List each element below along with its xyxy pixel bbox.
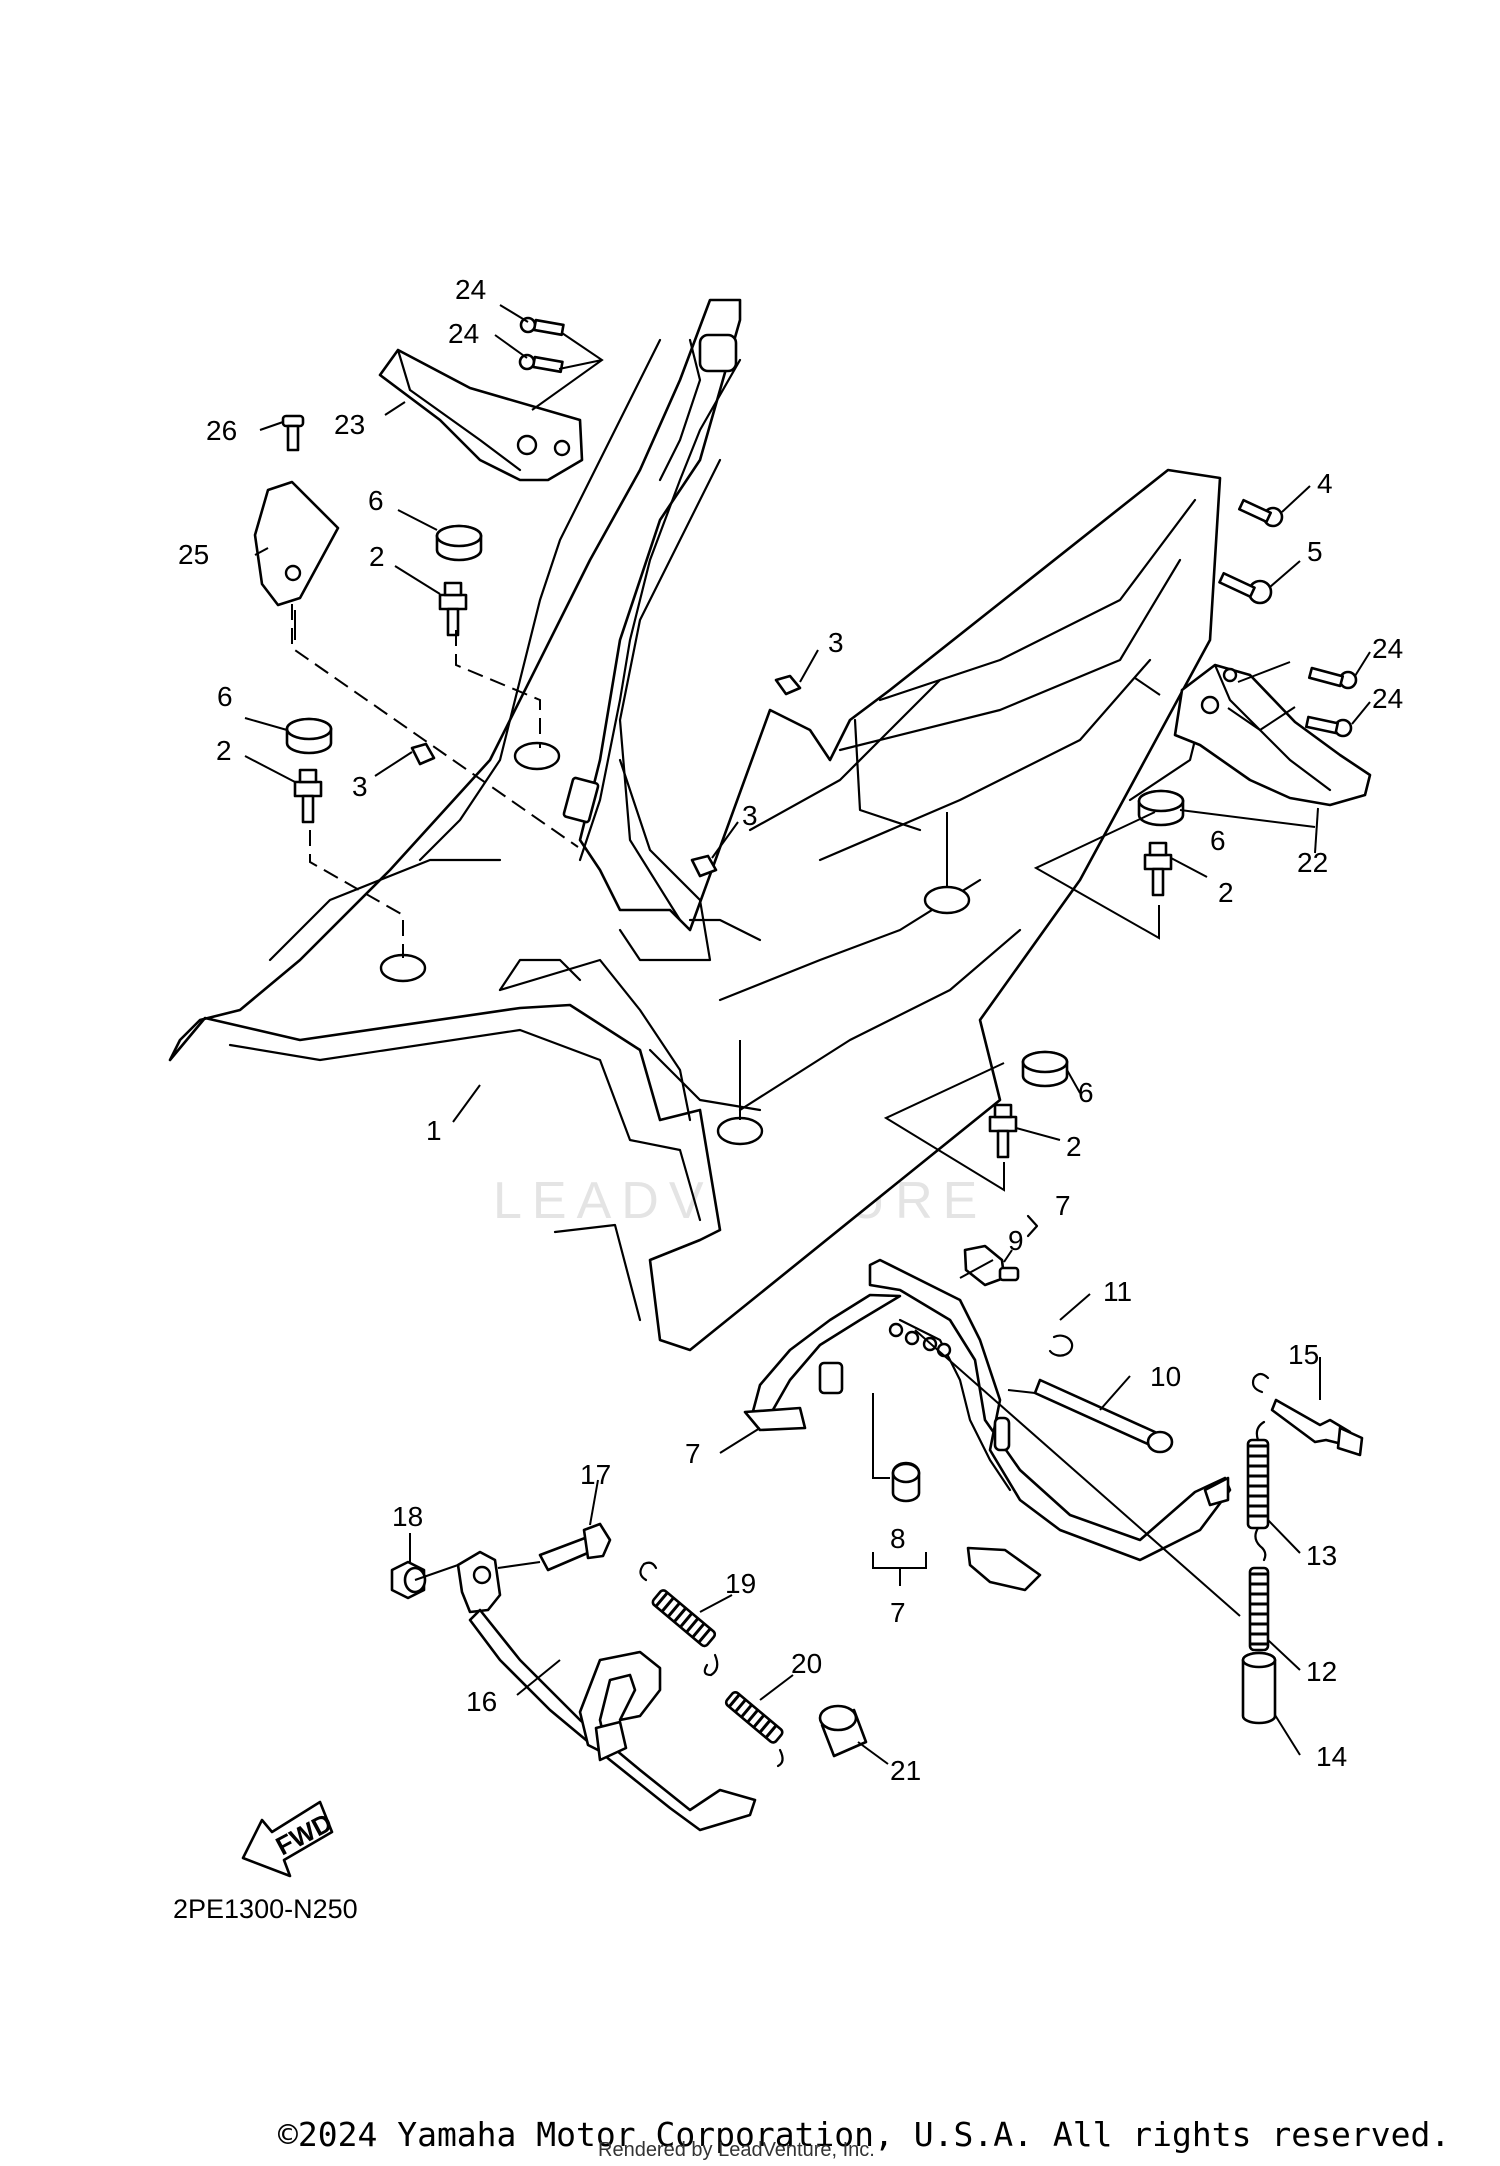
installation-lines xyxy=(291,332,1296,1617)
callout-2: 2 xyxy=(216,735,232,766)
callout-leaders xyxy=(244,304,1371,1765)
clip-part-3-c[interactable] xyxy=(690,854,718,878)
callout-6: 6 xyxy=(1078,1077,1094,1108)
callout-14: 14 xyxy=(1316,1741,1347,1772)
clip-part-3-a[interactable] xyxy=(774,674,802,696)
callout-18: 18 xyxy=(392,1501,423,1532)
callout-10: 10 xyxy=(1150,1361,1181,1392)
spring-part-13[interactable] xyxy=(1246,1420,1270,1562)
callout-24: 24 xyxy=(448,318,479,349)
callout-21: 21 xyxy=(890,1755,921,1786)
callout-2: 2 xyxy=(369,541,385,572)
cover-part-25[interactable] xyxy=(253,480,340,607)
callout-2: 2 xyxy=(1066,1131,1082,1162)
callout-labels: 24 24 23 26 25 6 2 6 2 3 3 3 1 4 5 24 24… xyxy=(178,274,1403,1786)
pin-part-15[interactable] xyxy=(1251,1372,1364,1457)
cap-part-6-b[interactable] xyxy=(285,717,333,755)
bolt-part-24-upper-1[interactable] xyxy=(519,316,565,337)
fwd-direction-arrow: FWD xyxy=(241,1800,337,1878)
callout-3: 3 xyxy=(742,800,758,831)
callout-7: 7 xyxy=(685,1438,701,1469)
bolt-part-2-c[interactable] xyxy=(1143,841,1173,897)
screw-part-5[interactable] xyxy=(1218,571,1273,605)
callout-24: 24 xyxy=(1372,633,1403,664)
callout-13: 13 xyxy=(1306,1540,1337,1571)
footboard-part-1[interactable] xyxy=(168,298,1222,1352)
callout-6: 6 xyxy=(368,485,384,516)
callout-1: 1 xyxy=(426,1115,442,1146)
bolt-part-24-right-2[interactable] xyxy=(1304,715,1353,738)
callout-16: 16 xyxy=(466,1686,497,1717)
clip-part-3-b[interactable] xyxy=(410,742,436,766)
callout-7: 7 xyxy=(1055,1190,1071,1221)
diagram-code: 2PE1300-N250 xyxy=(173,1894,358,1924)
cap-part-6-c[interactable] xyxy=(1137,789,1185,827)
bolt-part-24-right-1[interactable] xyxy=(1307,666,1358,690)
callout-12: 12 xyxy=(1306,1656,1337,1687)
callout-26: 26 xyxy=(206,415,237,446)
callout-20: 20 xyxy=(791,1648,822,1679)
spring-part-20[interactable] xyxy=(724,1690,784,1768)
bushing-part-21[interactable] xyxy=(818,1704,868,1758)
callout-15: 15 xyxy=(1288,1339,1319,1370)
rendered-by-note: Rendered by LeadVenture, Inc. xyxy=(598,2139,875,2161)
bracket-part-22[interactable] xyxy=(1173,663,1372,807)
bolt-part-2-b[interactable] xyxy=(293,768,323,824)
shaft-part-10[interactable] xyxy=(1033,1378,1174,1454)
nut-part-18[interactable] xyxy=(390,1560,427,1600)
circlip-part-11[interactable] xyxy=(1048,1334,1074,1357)
center-stand-part-7[interactable] xyxy=(743,1258,1232,1592)
callout-25: 25 xyxy=(178,539,209,570)
bolt-part-2-d[interactable] xyxy=(988,1103,1018,1159)
bolt-part-24-upper-2[interactable] xyxy=(518,353,564,374)
side-stand-part-16[interactable] xyxy=(456,1550,757,1832)
bolt-part-17[interactable] xyxy=(538,1522,612,1572)
callout-6: 6 xyxy=(217,681,233,712)
callout-24: 24 xyxy=(1372,683,1403,714)
copyright-notice: ©2024 Yamaha Motor Corporation, U.S.A. A… xyxy=(278,2115,1450,2154)
callout-11: 11 xyxy=(1103,1276,1132,1307)
bolt-part-26[interactable] xyxy=(281,414,305,452)
callout-5: 5 xyxy=(1307,536,1323,567)
callout-19: 19 xyxy=(725,1568,756,1599)
callout-2: 2 xyxy=(1218,877,1234,908)
spring-part-12[interactable] xyxy=(1248,1566,1270,1652)
collar-part-14[interactable] xyxy=(1241,1651,1277,1725)
callout-17: 17 xyxy=(580,1459,611,1490)
callout-24: 24 xyxy=(455,274,486,305)
callout-7: 7 xyxy=(890,1597,906,1628)
cap-part-6-d[interactable] xyxy=(1021,1050,1069,1088)
callout-23: 23 xyxy=(334,409,365,440)
callout-3: 3 xyxy=(352,771,368,802)
cap-part-6-a[interactable] xyxy=(435,524,483,562)
bracket-part-23[interactable] xyxy=(378,348,584,482)
callout-8: 8 xyxy=(890,1523,906,1554)
bumper-part-8[interactable] xyxy=(891,1461,921,1503)
callout-22: 22 xyxy=(1297,847,1328,878)
callout-9: 9 xyxy=(1008,1225,1024,1256)
spring-part-19[interactable] xyxy=(639,1561,719,1677)
bolt-part-2-a[interactable] xyxy=(438,581,468,637)
callout-4: 4 xyxy=(1317,468,1333,499)
callout-3: 3 xyxy=(828,627,844,658)
callout-6: 6 xyxy=(1210,825,1226,856)
bolt-part-4[interactable] xyxy=(1237,498,1284,528)
